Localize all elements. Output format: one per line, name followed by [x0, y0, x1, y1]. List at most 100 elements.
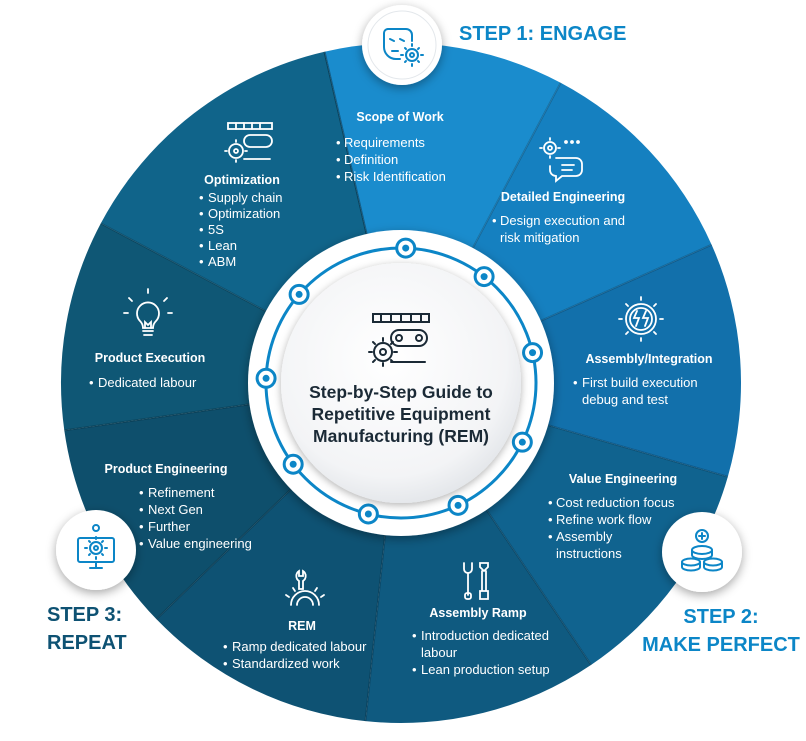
svg-text:•: •: [139, 485, 144, 500]
svg-text:•: •: [336, 169, 341, 184]
ring-dot-center: [518, 438, 526, 446]
cycle-segments: [61, 42, 741, 723]
segment-item: Requirements: [344, 135, 425, 150]
repeat-badge: [56, 510, 136, 590]
svg-text:•: •: [548, 495, 553, 510]
svg-text:•: •: [139, 536, 144, 551]
ring-dot-center: [480, 273, 488, 281]
svg-text:•: •: [573, 375, 578, 390]
svg-text:•: •: [199, 238, 204, 253]
face-gear-icon: [383, 28, 424, 67]
segment-value-engineering: Value Engineering • • • Cost reduction f…: [548, 472, 677, 561]
segment-title: Detailed Engineering: [501, 190, 625, 204]
segment-wedge-product-execution: [61, 223, 269, 431]
segment-item: Dedicated labour: [98, 375, 197, 390]
wrench-gear-icon: [285, 569, 325, 606]
make-perfect-badge: [662, 512, 742, 592]
step-3-line-1: STEP 3:: [47, 604, 123, 626]
segment-item: Further: [148, 519, 191, 534]
segment-assembly-integration: Assembly/Integration • First build execu…: [573, 296, 713, 407]
segment-item: ABM: [208, 254, 236, 269]
segment-item: Risk Identification: [344, 169, 446, 184]
center-title-line-1: Step-by-Step Guide to: [309, 382, 493, 402]
step-3-label: STEP 3: REPEAT: [47, 601, 127, 657]
svg-text:•: •: [223, 639, 228, 654]
segment-wedge-scope-of-work: [324, 42, 561, 251]
segment-optimization: Optimization • • • • • Supply chain Opti…: [199, 122, 282, 269]
tools-icon: [463, 562, 489, 600]
segment-title: Product Engineering: [105, 462, 228, 476]
segment-divider: [484, 506, 592, 666]
step-1-label: STEP 1: ENGAGE: [459, 23, 627, 45]
step-3-line-2: REPEAT: [47, 632, 127, 654]
segment-dividers: [64, 51, 729, 722]
conveyor-gear-icon: [368, 313, 430, 367]
chat-gear-icon: [539, 137, 583, 183]
segment-item: 5S: [208, 222, 224, 237]
segment-detailed-engineering: Detailed Engineering • Design execution …: [492, 137, 625, 245]
segment-item: Optimization: [208, 206, 280, 221]
segment-divider: [323, 51, 369, 238]
ring-dot-center: [529, 349, 537, 357]
ring-dot-center: [262, 374, 270, 382]
segment-scope-of-work: Scope of Work Requirements Definition Ri…: [336, 110, 446, 184]
svg-text:•: •: [199, 254, 204, 269]
svg-text:•: •: [548, 529, 553, 544]
segment-title: Optimization: [204, 173, 280, 187]
segment-item: Design execution and: [500, 213, 625, 228]
segment-product-execution: Product Execution • Dedicated labour: [89, 288, 205, 390]
ring-dot-center: [295, 290, 303, 298]
segment-title: REM: [288, 619, 316, 633]
step-2-label: STEP 2: MAKE PERFECT: [641, 603, 801, 659]
segment-divider: [64, 402, 253, 432]
segment-divider: [470, 82, 562, 252]
svg-text:•: •: [199, 190, 204, 205]
segment-item: Standardized work: [232, 656, 340, 671]
lightbulb-icon: [123, 288, 173, 336]
svg-text:•: •: [548, 512, 553, 527]
segment-item: Next Gen: [148, 502, 203, 517]
segment-item: Value engineering: [148, 536, 252, 551]
coins-icon: [681, 529, 723, 572]
segment-item: Lean production setup: [421, 662, 550, 677]
svg-text:•: •: [199, 206, 204, 221]
center-hub: Step-by-Step Guide to Repetitive Equipme…: [248, 230, 554, 536]
segment-wedge-detailed-engineering: [471, 82, 712, 322]
ring-dot-center: [402, 244, 410, 252]
svg-text:•: •: [492, 213, 497, 228]
segment-item: Definition: [344, 152, 398, 167]
segment-wedge-assembly-ramp: [365, 507, 592, 723]
segment-item: Supply chain: [208, 190, 282, 205]
ring-dot-center: [289, 460, 297, 468]
svg-text:•: •: [89, 375, 94, 390]
step-2-line-1: STEP 2:: [683, 606, 759, 628]
center-title-line-2: Repetitive Equipment: [312, 404, 491, 424]
segment-item: Refine work flow: [556, 512, 652, 527]
segment-rem: REM • • Ramp dedicated labour Standardiz…: [223, 569, 367, 671]
segment-item: Introduction dedicated: [421, 628, 549, 643]
svg-text:•: •: [223, 656, 228, 671]
segment-product-engineering: Product Engineering • • • • Refinement N…: [105, 462, 252, 551]
segment-divider: [364, 532, 387, 722]
segment-divider: [100, 222, 270, 314]
ring-dot-center: [364, 510, 372, 518]
segment-divider: [323, 51, 369, 238]
segment-item: Cost reduction focus: [556, 495, 675, 510]
ring-dot-center: [454, 501, 462, 509]
svg-text:•: •: [336, 152, 341, 167]
segment-title: Product Execution: [95, 351, 205, 365]
center-title-line-3: Manufacturing (REM): [313, 426, 489, 446]
svg-text:•: •: [412, 662, 417, 677]
segment-title: Assembly Ramp: [429, 606, 527, 620]
segment-item: Ramp dedicated labour: [232, 639, 367, 654]
segment-wedge-value-engineering: [484, 424, 728, 665]
conveyor-gear-icon: [224, 122, 273, 163]
step-2-line-2: MAKE PERFECT: [642, 634, 800, 656]
lightning-gear-icon: [618, 296, 664, 342]
svg-text:•: •: [139, 519, 144, 534]
segment-item: debug and test: [582, 392, 668, 407]
ring-dots: [255, 237, 544, 525]
segment-assembly-ramp: Assembly Ramp • • Introduction dedicated…: [412, 562, 550, 677]
segment-item: First build execution: [582, 375, 698, 390]
